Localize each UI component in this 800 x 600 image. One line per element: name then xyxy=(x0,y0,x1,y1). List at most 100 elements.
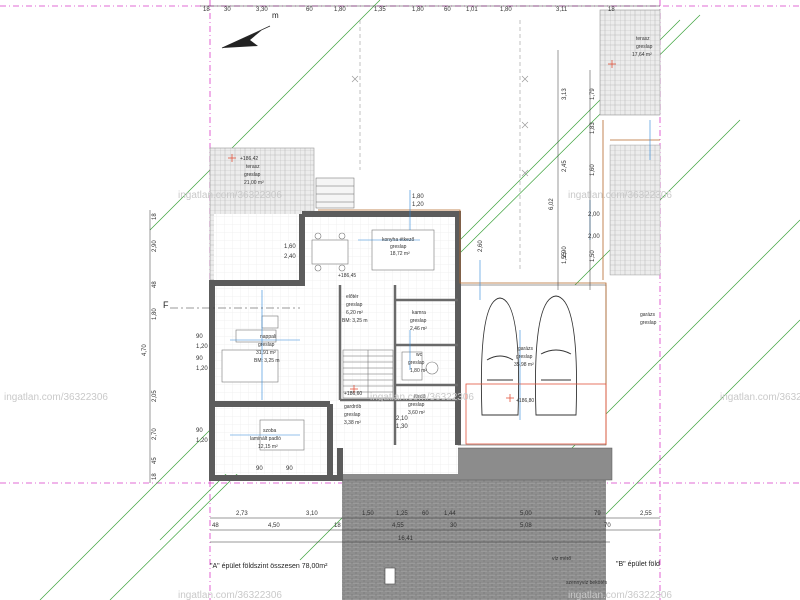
top-dimension-chain: 18 30 3,30 60 1,80 1,35 1,80 60 1,01 1,8… xyxy=(200,5,660,13)
top-dim: 30 xyxy=(224,7,231,13)
bottom-dimension-chain: 2,73 3,10 1,50 1,25 60 1,44 5,00 79 2,55… xyxy=(210,511,660,543)
top-dim: 3,11 xyxy=(556,7,568,13)
terasz-right-area: 17,64 m² xyxy=(632,52,652,58)
wc-area: 1,80 m² xyxy=(410,368,427,374)
small-dim: 90 xyxy=(196,334,203,340)
bottom-dim: 2,73 xyxy=(236,511,248,517)
terrace-steps xyxy=(315,177,355,209)
section-mark: F xyxy=(163,300,169,310)
szoba-floor: laminált padló xyxy=(250,436,281,442)
watermark: ingatlan.com/36322306 xyxy=(4,392,108,403)
bottom-dim: 30 xyxy=(450,523,457,529)
szoba-name: szoba xyxy=(263,428,277,434)
top-dim: 18 xyxy=(608,7,615,13)
terasz-right-floor: greslap xyxy=(636,44,653,50)
watermark: ingatlan.com/36322306 xyxy=(178,590,282,600)
car-icon-2 xyxy=(534,295,578,416)
bottom-dim: 4,55 xyxy=(392,523,404,529)
eloter-area: 6,20 m² xyxy=(346,310,363,316)
vdim: 1,79 xyxy=(590,88,596,100)
terrace-right xyxy=(599,9,661,116)
gardrob-area: 3,38 m² xyxy=(344,420,361,426)
blue-dimension-lines xyxy=(230,120,651,436)
bottom-dim: 4,50 xyxy=(268,523,280,529)
vdim: 6,02 xyxy=(549,198,555,210)
level-mark: +186,60 xyxy=(344,391,362,397)
bottom-dim: 79 xyxy=(594,511,601,517)
small-dim: 1,60 xyxy=(284,244,296,250)
garazs-b-floor: greslap xyxy=(640,320,657,326)
bottom-dim: 5,00 xyxy=(520,511,532,517)
total-width: 16,41 xyxy=(398,536,414,542)
furdo-area: 3,60 m² xyxy=(408,410,425,416)
north-label: m xyxy=(272,11,279,20)
bottom-dim: 60 xyxy=(422,511,429,517)
bottom-dim: 3,10 xyxy=(306,511,318,517)
small-dim: 90 xyxy=(196,356,203,362)
bottom-dim: 18 xyxy=(334,523,341,529)
watermark: ingatlan.com/36322306 xyxy=(370,392,474,403)
bottom-dim: 1,25 xyxy=(396,511,408,517)
vdim: 1,60 xyxy=(590,164,596,176)
stairs xyxy=(342,349,394,399)
garazs-floor: greslap xyxy=(516,354,533,360)
gardrob-name: gardrób xyxy=(344,404,361,410)
meter-icon xyxy=(384,567,396,585)
kamra-floor: greslap xyxy=(410,318,427,324)
small-dim: 1,80 xyxy=(412,194,424,200)
bottom-dim: 48 xyxy=(212,523,219,529)
eloter-name: előtér xyxy=(346,294,359,300)
small-dim: 2,10 xyxy=(396,416,408,422)
terasz-left-level: +186,42 xyxy=(240,156,258,162)
car-icon xyxy=(480,297,520,416)
top-dim: 1,80 xyxy=(500,7,512,13)
vdim: 2,90 xyxy=(562,246,568,258)
watermark: ingatlan.com/36322306 xyxy=(720,392,800,403)
left-dim: 45 xyxy=(152,457,158,464)
small-dim: 2,00 xyxy=(588,212,600,218)
watermark: ingatlan.com/36322306 xyxy=(568,190,672,201)
bottom-dim: 1,50 xyxy=(362,511,374,517)
furdo-name: fürdő xyxy=(414,394,426,400)
nappali-name: nappali xyxy=(260,334,276,340)
left-dim: 48 xyxy=(152,281,158,288)
room-labels: +186,42 terasz greslap 21,00 m² konyha é… xyxy=(240,36,657,450)
vdim: 2,45 xyxy=(562,160,568,172)
brown-lines xyxy=(318,120,660,445)
wc-name: wc xyxy=(416,352,423,358)
top-dim: 1,01 xyxy=(466,7,478,13)
garazs-name: garázs xyxy=(518,346,534,352)
garage-marker xyxy=(465,383,607,445)
vdim: 2,60 xyxy=(478,240,484,252)
bottom-dim: 2,55 xyxy=(640,511,652,517)
terasz-left-area: 21,00 m² xyxy=(244,180,264,186)
small-dim: 1,20 xyxy=(196,366,208,372)
garazs-area: 35,98 m² xyxy=(514,362,534,368)
interior-walls xyxy=(338,285,458,445)
center-dimension-chain: 2,90 6,02 3,13 1,79 1,83 2,45 1,55 2,60 … xyxy=(478,50,596,290)
top-dim: 3,30 xyxy=(256,7,268,13)
building-a-caption: "A" épület földszint összesen 78,00m² xyxy=(210,563,328,570)
top-dim: 1,80 xyxy=(412,7,424,13)
terasz-right-name: terasz xyxy=(636,36,650,42)
vdim: 1,55 xyxy=(562,252,568,264)
konyha-name: konyha étkező xyxy=(382,237,414,243)
terasz-left-name: terasz xyxy=(246,164,260,170)
vdim: 1,50 xyxy=(590,250,596,262)
eloter-bm: BM: 3,25 m xyxy=(342,318,368,324)
left-dim: 2,70 xyxy=(152,428,158,440)
level-markers xyxy=(228,60,616,402)
small-dim: 2,40 xyxy=(284,254,296,260)
x-marks xyxy=(351,75,529,177)
kamra-area: 2,46 m² xyxy=(410,326,427,332)
left-dim: 1,80 xyxy=(152,308,158,320)
top-dim: 60 xyxy=(306,7,313,13)
bottom-dim: 1,44 xyxy=(444,511,456,517)
bottom-dim: 70 xyxy=(604,523,611,529)
building-b-caption: "B" épület föld xyxy=(616,561,660,568)
top-dim: 1,80 xyxy=(334,7,346,13)
gardrob-floor: greslap xyxy=(344,412,361,418)
wc-floor: greslap xyxy=(408,360,425,366)
watermark: ingatlan.com/36322306 xyxy=(178,190,282,201)
watermark: ingatlan.com/36322306 xyxy=(568,590,672,600)
